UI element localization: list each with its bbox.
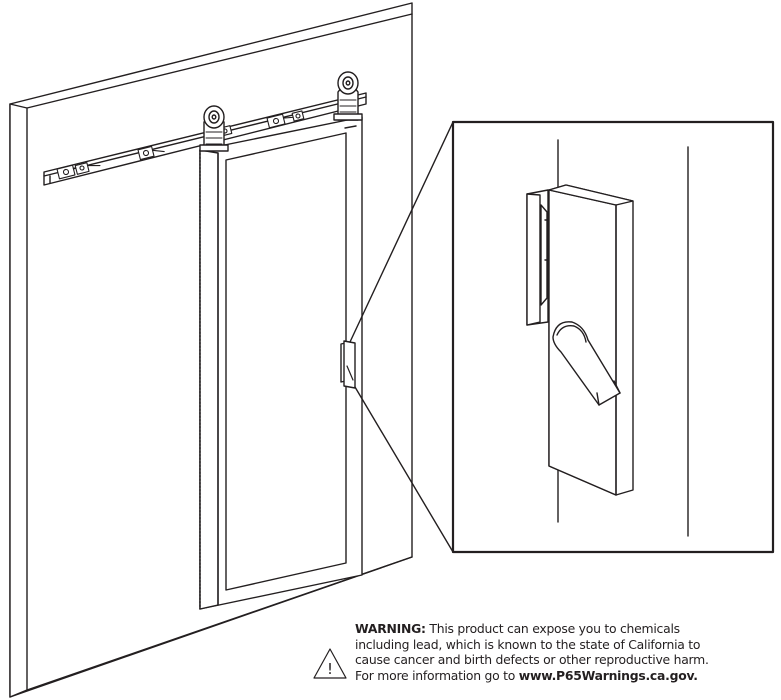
- warning-line-1: WARNING: This product can expose you to …: [355, 621, 680, 636]
- warning-label: WARNING:: [355, 621, 426, 636]
- warning-line-3: cause cancer and birth defects or other …: [355, 652, 709, 668]
- roller-left: [199, 105, 229, 152]
- rail-bracket-3: [137, 145, 165, 161]
- warning-triangle-icon: !: [313, 648, 347, 679]
- roller-right: [333, 71, 363, 121]
- door-rollers: [199, 71, 363, 152]
- track-brackets: [56, 110, 305, 180]
- warning-line-4: For more information go to www.P65Warnin…: [355, 667, 698, 683]
- door-panel: [199, 116, 363, 610]
- svg-text:!: !: [327, 660, 333, 678]
- detail-callout: [451, 120, 775, 554]
- handle-detail: [526, 184, 634, 496]
- callout-leader-lines: [349, 121, 454, 553]
- warning-url-link[interactable]: www.P65Warnings.ca.gov.: [518, 667, 698, 683]
- rail-bracket-6: [291, 110, 305, 122]
- prop65-warning: WARNING: This product can expose you to …: [355, 621, 775, 683]
- warning-line-2: including lead, which is known to the st…: [355, 636, 701, 652]
- door-handle-small: [340, 340, 356, 389]
- rail-bracket-2: [74, 162, 101, 175]
